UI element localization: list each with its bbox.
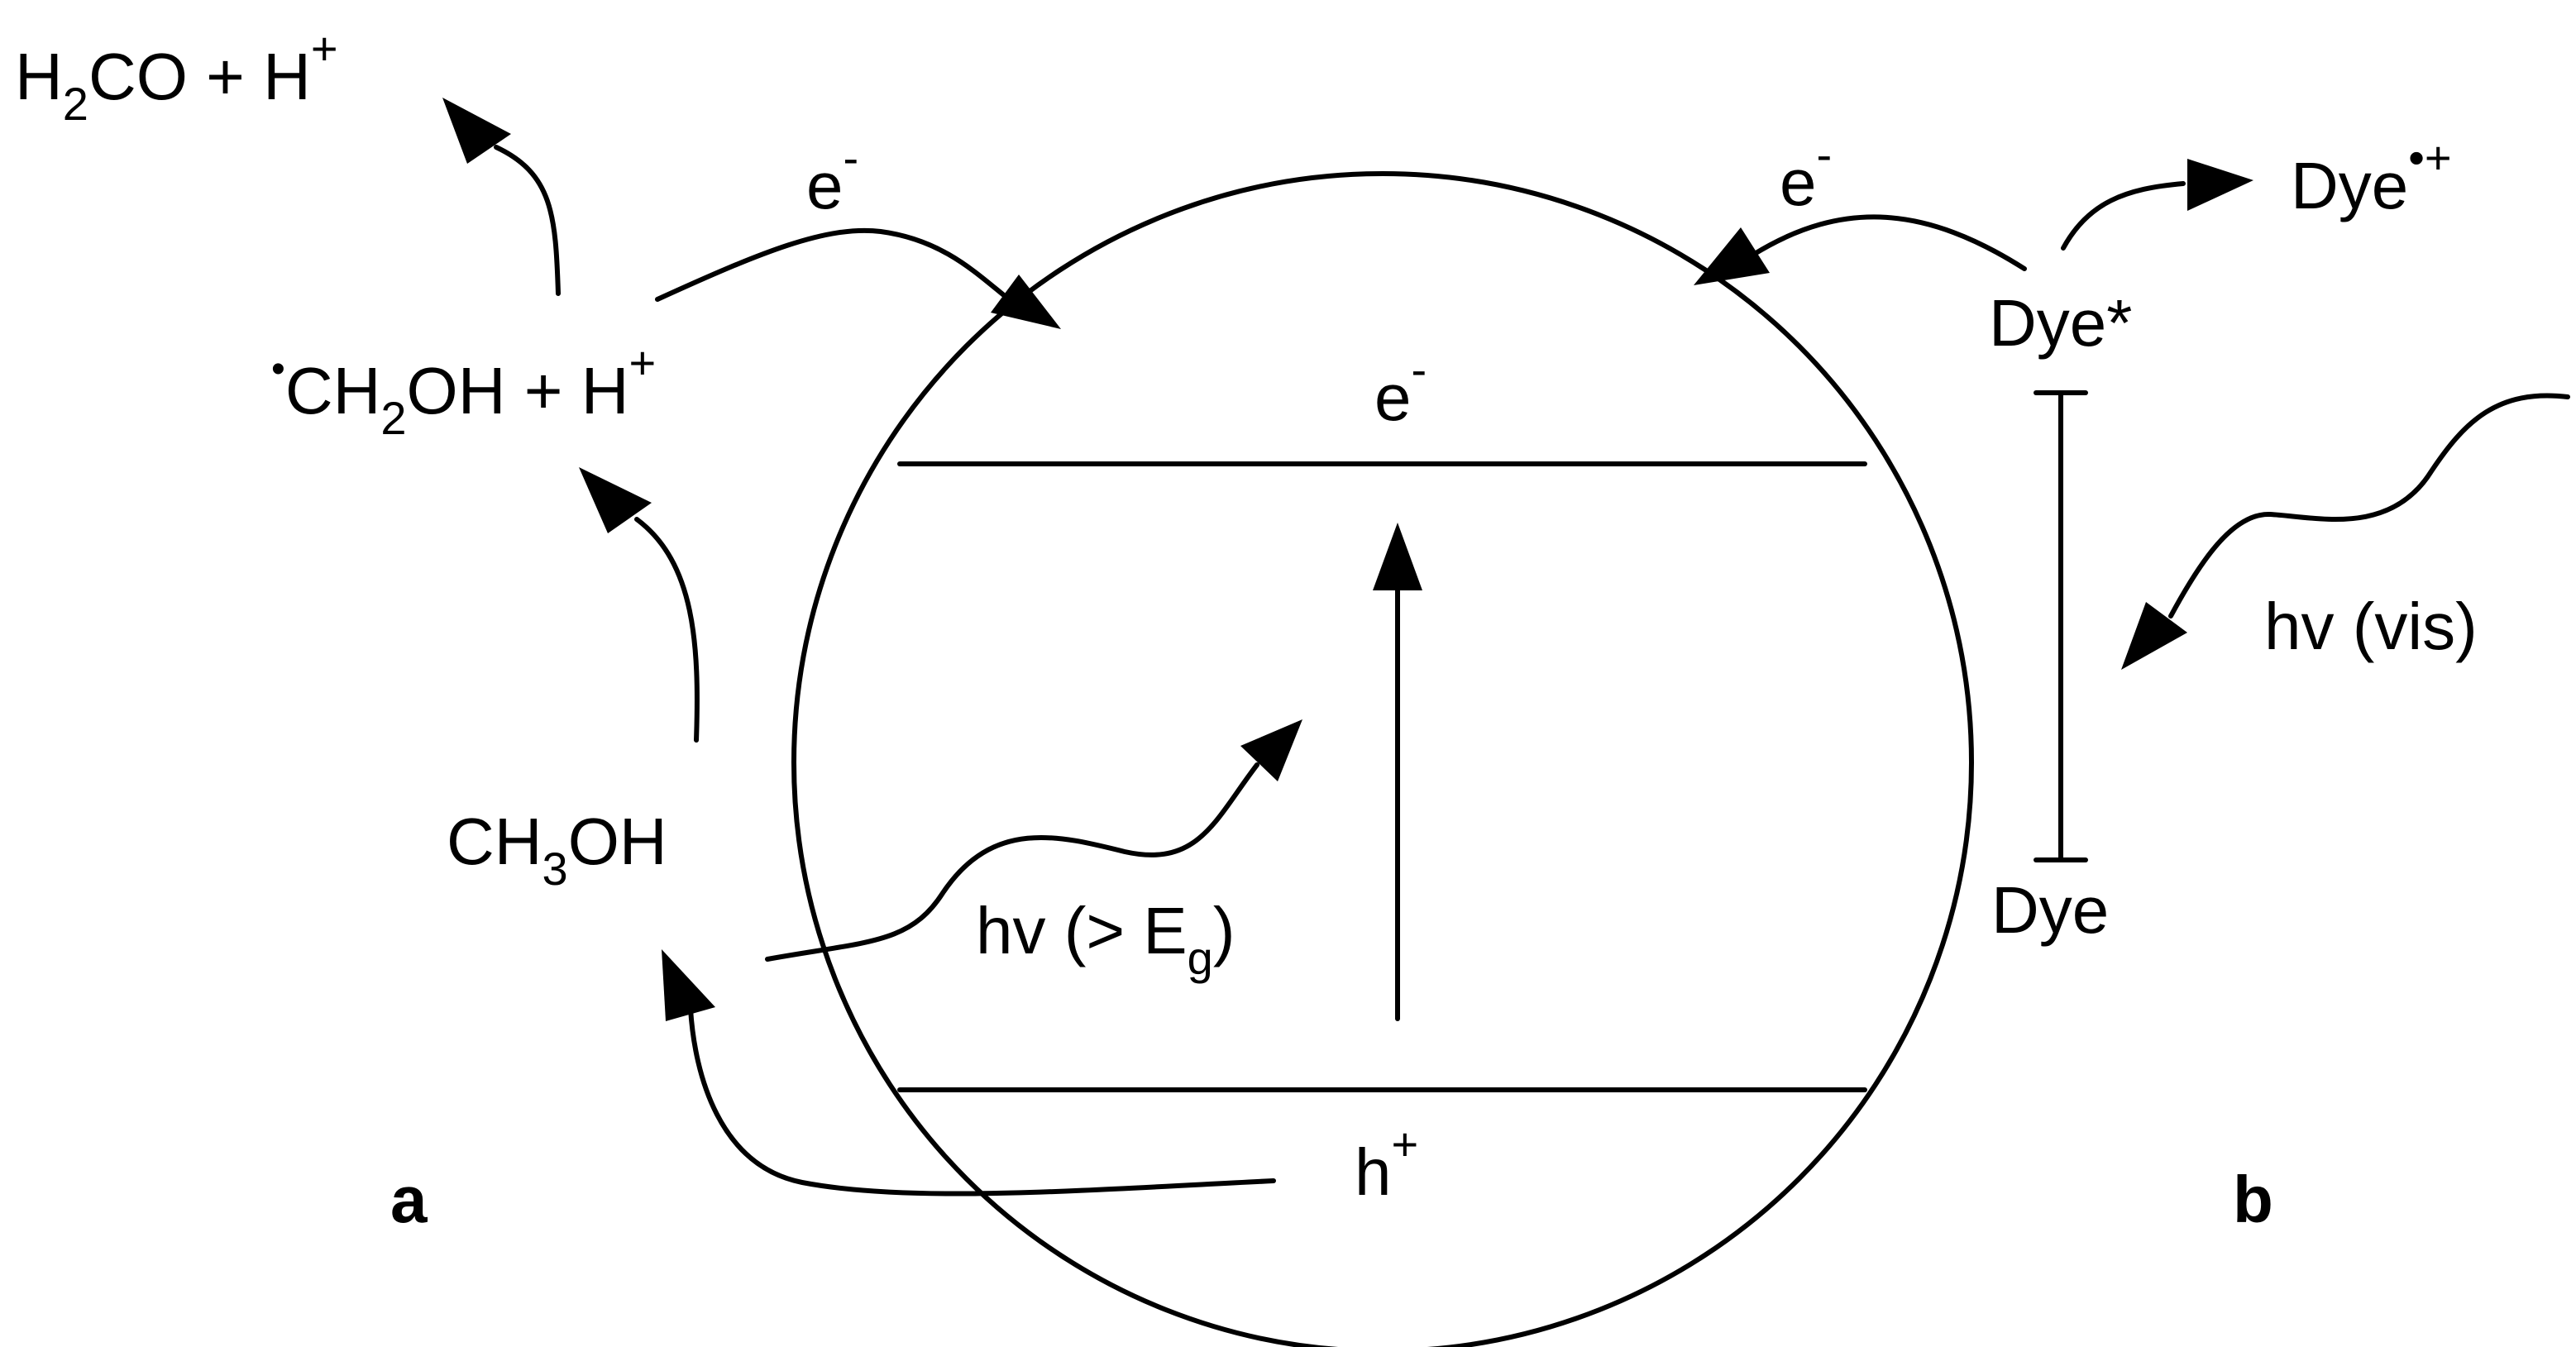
- dye-cation-label: Dye•+: [2291, 131, 2452, 222]
- hole-transfer-arrow: [662, 949, 1276, 1197]
- methanol-label: CH3OH: [447, 805, 667, 895]
- electron-injection-arrow-right: [1694, 214, 2027, 285]
- electron-injection-arrow-left: [655, 227, 1061, 329]
- valence-band-hole-label: h+: [1355, 1118, 1418, 1209]
- semiconductor-particle: [791, 171, 1974, 1347]
- uv-photon-label: hv (> Eg): [976, 894, 1235, 984]
- oxidation-arrow-1: [579, 467, 700, 743]
- oxidation-arrow-2: [442, 98, 561, 296]
- panel-label-a: a: [390, 1163, 428, 1236]
- visible-photon-arrow: [2121, 393, 2570, 670]
- formaldehyde-label: H2CO + H+: [15, 22, 338, 130]
- excitation-arrow: [1373, 523, 1422, 1021]
- visible-photon-label: hv (vis): [2264, 590, 2478, 663]
- dye-oxidation-arrow: [2061, 159, 2253, 251]
- panel-label-b: b: [2233, 1163, 2273, 1236]
- excited-dye-label: Dye*: [1989, 286, 2132, 360]
- hydroxymethyl-radical-label: •CH2OH + H+: [271, 337, 656, 444]
- dye-energy-gap-bar: [2034, 390, 2088, 862]
- electron-label-top-left: e-: [806, 131, 858, 222]
- ground-state-dye-label: Dye: [1991, 873, 2109, 947]
- electron-label-top-right: e-: [1780, 128, 1832, 219]
- uv-photon-arrow: [765, 719, 1302, 962]
- conduction-band-electron-label: e-: [1374, 343, 1427, 434]
